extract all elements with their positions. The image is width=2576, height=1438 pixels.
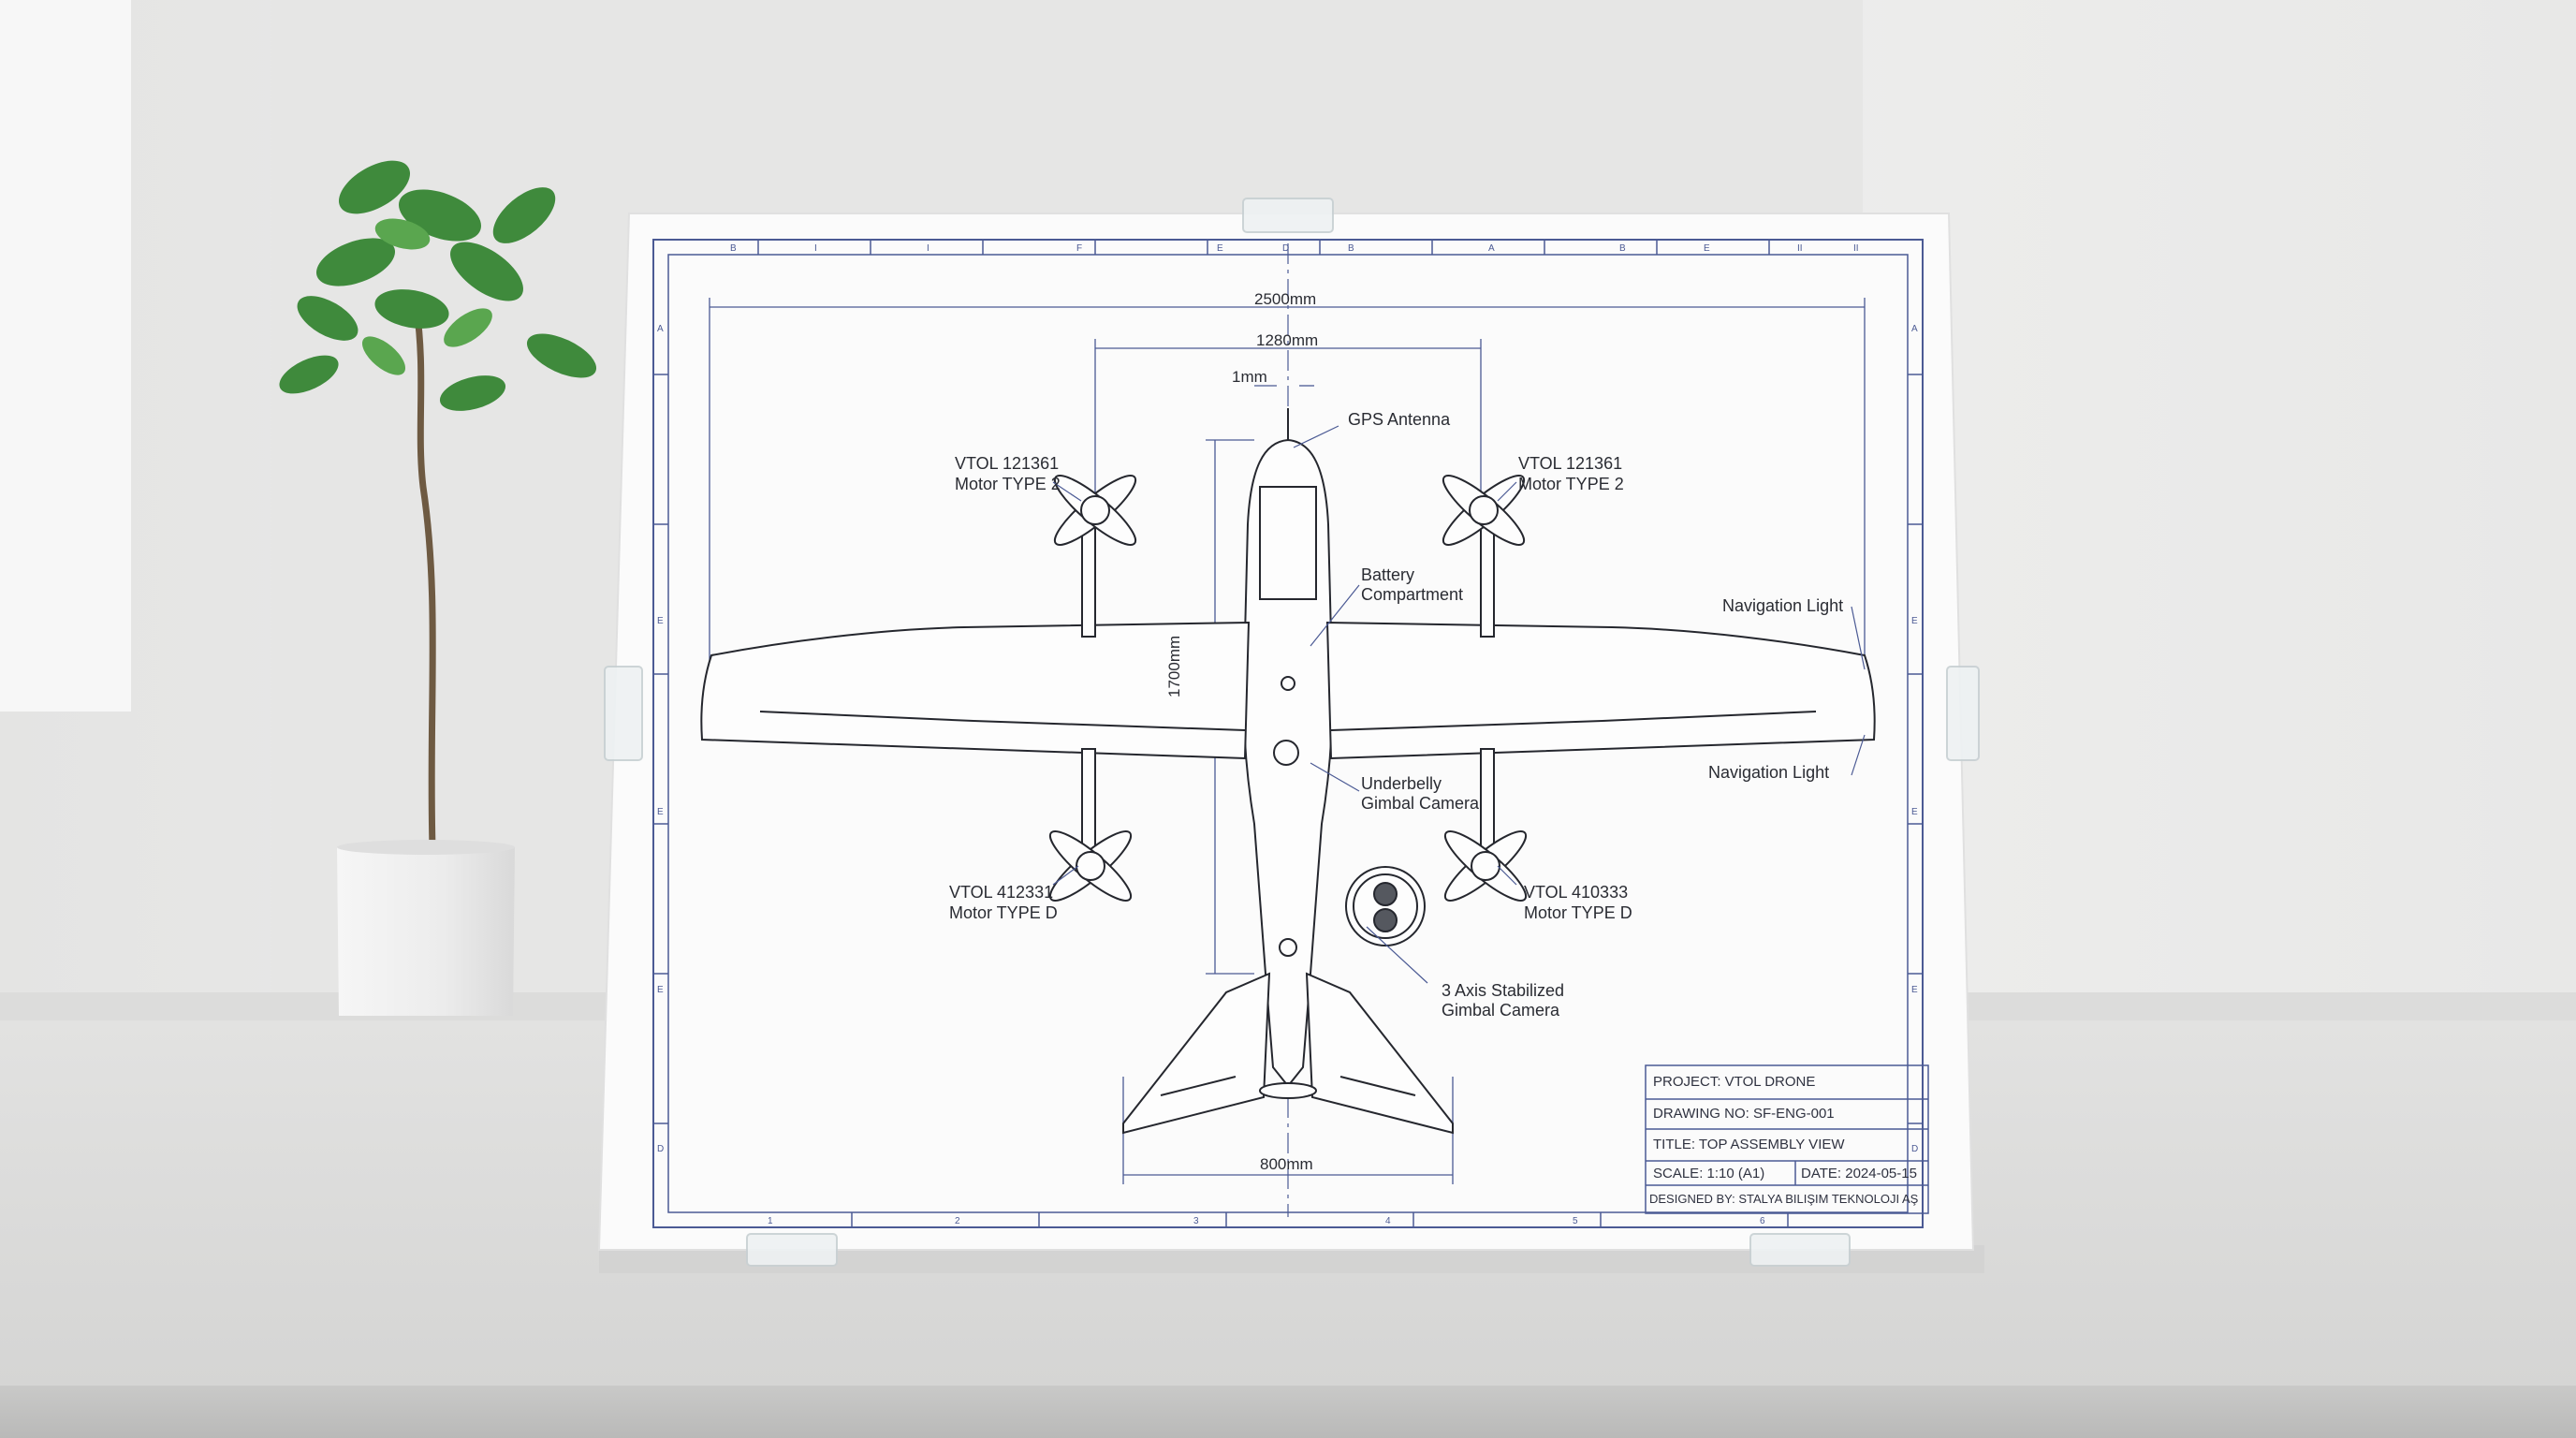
svg-text:D: D xyxy=(1282,243,1289,254)
dim-tail-span: 800mm xyxy=(1260,1155,1313,1173)
title-block xyxy=(1645,1064,1929,1214)
leader-lines xyxy=(1052,425,1866,984)
callout-battery-line1: Battery xyxy=(1361,565,1415,584)
svg-text:E: E xyxy=(1911,807,1918,817)
svg-text:E: E xyxy=(657,616,664,626)
callout-motor-tl-line2: Motor TYPE 2 xyxy=(955,475,1061,493)
dim-rotor-span: 1280mm xyxy=(1256,331,1319,349)
border-ticks xyxy=(653,240,1923,1227)
window-light xyxy=(0,0,131,712)
dim-length: 1700mm xyxy=(1165,635,1183,697)
title-block-designed-by: DESIGNED BY: STALYA BILIŞIM TEKNOLOJI AŞ xyxy=(1649,1192,1919,1206)
callout-motor-bl-line1: VTOL 412331 xyxy=(949,883,1054,902)
svg-text:D: D xyxy=(657,1144,664,1154)
drone-airframe xyxy=(700,408,1876,1135)
svg-text:B: B xyxy=(730,243,737,254)
title-block-project: PROJECT: VTOL DRONE xyxy=(1653,1074,1816,1090)
dimension-lines xyxy=(709,298,1866,1184)
svg-text:4: 4 xyxy=(1385,1216,1391,1226)
callout-gimbal-line1: 3 Axis Stabilized xyxy=(1442,981,1565,1000)
svg-text:II: II xyxy=(1853,243,1859,254)
svg-text:5: 5 xyxy=(1573,1216,1578,1226)
acrylic-clips xyxy=(604,198,1980,1267)
svg-text:B: B xyxy=(1348,243,1354,254)
callout-motor-br-line1: VTOL 410333 xyxy=(1524,883,1629,902)
svg-text:A: A xyxy=(1488,243,1495,254)
border-letters: B I I F E D B A B E II II 1 2 3 4 5 6 A … xyxy=(657,243,1918,1226)
callout-nav-light-bottom: Navigation Light xyxy=(1708,763,1830,782)
dim-antenna-width: 1mm xyxy=(1232,368,1267,386)
callout-motor-tr-line2: Motor TYPE 2 xyxy=(1518,475,1624,493)
title-block-date: DATE: 2024-05-15 xyxy=(1801,1166,1917,1181)
svg-text:II: II xyxy=(1797,243,1803,254)
svg-text:I: I xyxy=(814,243,817,254)
title-block-scale: SCALE: 1:10 (A1) xyxy=(1653,1166,1765,1181)
svg-text:E: E xyxy=(1911,985,1918,995)
svg-text:I: I xyxy=(927,243,929,254)
svg-text:D: D xyxy=(1911,1144,1918,1154)
title-block-drawing-no: DRAWING NO: SF-ENG-001 xyxy=(1653,1106,1835,1122)
svg-text:6: 6 xyxy=(1760,1216,1765,1226)
callout-motor-tr-line1: VTOL 121361 xyxy=(1518,454,1623,473)
callout-nav-light-top: Navigation Light xyxy=(1722,596,1844,615)
svg-text:E: E xyxy=(1911,616,1918,626)
desk-edge xyxy=(0,1386,2576,1438)
callout-gimbal-line2: Gimbal Camera xyxy=(1442,1001,1560,1020)
callout-motor-bl-line2: Motor TYPE D xyxy=(949,903,1058,922)
potted-plant xyxy=(279,160,597,1016)
svg-text:3: 3 xyxy=(1193,1216,1199,1226)
svg-text:E: E xyxy=(657,985,664,995)
svg-text:2: 2 xyxy=(955,1216,960,1226)
callout-underbelly-line2: Gimbal Camera xyxy=(1361,794,1480,813)
callout-motor-tl-line1: VTOL 121361 xyxy=(955,454,1060,473)
callout-gps-antenna: GPS Antenna xyxy=(1348,410,1451,429)
callout-motor-br-line2: Motor TYPE D xyxy=(1524,903,1632,922)
svg-text:A: A xyxy=(657,324,664,334)
callout-underbelly-line1: Underbelly xyxy=(1361,774,1442,793)
svg-text:A: A xyxy=(1911,324,1918,334)
svg-text:E: E xyxy=(1704,243,1710,254)
svg-text:1: 1 xyxy=(768,1216,773,1226)
svg-text:E: E xyxy=(657,807,664,817)
svg-text:E: E xyxy=(1217,243,1223,254)
svg-text:F: F xyxy=(1076,243,1082,254)
dim-overall-span: 2500mm xyxy=(1254,290,1317,308)
callout-battery-line2: Compartment xyxy=(1361,585,1464,604)
title-block-title: TITLE: TOP ASSEMBLY VIEW xyxy=(1653,1137,1845,1152)
gimbal-camera-detail xyxy=(1345,866,1426,946)
svg-text:B: B xyxy=(1619,243,1626,254)
